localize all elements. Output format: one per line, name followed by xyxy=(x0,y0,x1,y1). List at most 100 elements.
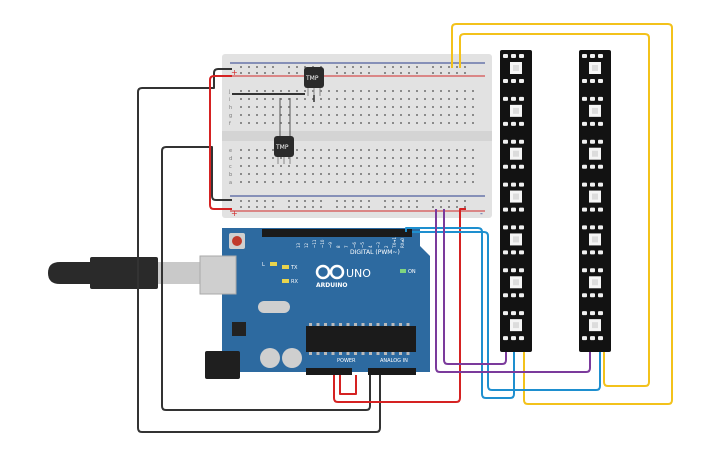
chip-pin xyxy=(406,352,410,355)
terminal-hole xyxy=(360,173,362,175)
terminal-hole xyxy=(280,157,282,159)
wire-blue-2[interactable] xyxy=(405,227,515,399)
terminal-hole xyxy=(424,157,426,159)
wire-red-rail[interactable] xyxy=(209,75,232,210)
wire-blue-1[interactable] xyxy=(412,231,601,391)
terminal-hole xyxy=(296,106,298,108)
terminal-hole xyxy=(448,106,450,108)
led-pad xyxy=(582,54,587,58)
terminal-hole xyxy=(392,149,394,151)
terminal-hole xyxy=(312,106,314,108)
usb-cable[interactable] xyxy=(48,255,237,295)
crystal-oscillator xyxy=(258,301,290,313)
rail-hole xyxy=(456,200,458,202)
terminal-hole xyxy=(360,114,362,116)
power-jack[interactable] xyxy=(205,351,240,379)
wire-black-gnd-2[interactable] xyxy=(161,146,371,411)
led-strip-1[interactable] xyxy=(500,50,532,352)
terminal-hole xyxy=(416,157,418,159)
rail-hole xyxy=(392,200,394,202)
tmp-sensor-body xyxy=(274,136,294,157)
wire-black-gnd-1[interactable] xyxy=(137,68,381,433)
rail-hole xyxy=(440,72,442,74)
rail-hole xyxy=(336,200,338,202)
terminal-hole xyxy=(424,149,426,151)
terminal-hole xyxy=(248,90,250,92)
wire-purple-2[interactable] xyxy=(435,209,591,373)
rail-hole xyxy=(368,200,370,202)
led-pad xyxy=(582,121,587,126)
rail-hole xyxy=(456,72,458,74)
wire-yellow-2[interactable] xyxy=(459,33,650,387)
rx-label: RX xyxy=(291,279,298,285)
terminal-hole xyxy=(296,165,298,167)
terminal-hole xyxy=(296,149,298,151)
terminal-hole xyxy=(248,165,250,167)
chip-pin xyxy=(346,352,350,355)
terminal-hole xyxy=(336,173,338,175)
terminal-hole xyxy=(264,90,266,92)
rail-hole xyxy=(312,206,314,208)
terminal-hole xyxy=(304,122,306,124)
led-pad xyxy=(519,96,524,101)
rail-hole xyxy=(264,66,266,68)
wire-red-short[interactable] xyxy=(339,375,357,395)
rail-hole xyxy=(296,200,298,202)
terminal-hole xyxy=(360,165,362,167)
arduino-model: UNO xyxy=(346,267,371,280)
wire-yellow-1[interactable] xyxy=(451,23,673,405)
terminal-hole xyxy=(256,173,258,175)
reset-button-cap[interactable] xyxy=(232,236,242,246)
led-pad xyxy=(503,79,508,83)
terminal-hole xyxy=(312,90,314,92)
terminal-hole xyxy=(464,122,466,124)
terminal-hole xyxy=(384,181,386,183)
terminal-hole xyxy=(360,122,362,124)
terminal-hole xyxy=(448,122,450,124)
tmp-sensor-2[interactable]: TMP xyxy=(274,136,294,164)
terminal-hole xyxy=(264,114,266,116)
terminal-hole xyxy=(448,114,450,116)
digital-pin-label: ~9 xyxy=(328,242,333,248)
rail-hole xyxy=(256,66,258,68)
row-letter: d xyxy=(229,156,232,162)
led-strip-2[interactable] xyxy=(579,50,611,352)
terminal-hole xyxy=(280,165,282,167)
tmp-sensor-label: TMP xyxy=(275,144,289,151)
terminal-hole xyxy=(312,149,314,151)
terminal-hole xyxy=(368,165,370,167)
terminal-hole xyxy=(472,98,474,100)
terminal-hole xyxy=(416,173,418,175)
tmp-sensor-1[interactable]: TMP xyxy=(304,67,324,96)
terminal-hole xyxy=(448,149,450,151)
terminal-hole xyxy=(248,114,250,116)
rail-hole xyxy=(368,72,370,74)
rail-hole xyxy=(336,72,338,74)
led-pad xyxy=(511,139,516,144)
rail-hole xyxy=(344,66,346,68)
rail-hole xyxy=(240,66,242,68)
led-pixel-core xyxy=(513,107,519,114)
terminal-hole xyxy=(256,106,258,108)
rail-hole xyxy=(288,206,290,208)
terminal-hole xyxy=(352,114,354,116)
terminal-hole xyxy=(296,173,298,175)
terminal-hole xyxy=(464,173,466,175)
terminal-hole xyxy=(368,157,370,159)
terminal-hole xyxy=(472,181,474,183)
terminal-hole xyxy=(360,181,362,183)
terminal-hole xyxy=(248,157,250,159)
terminal-hole xyxy=(304,90,306,92)
wire-purple-1[interactable] xyxy=(443,209,507,365)
wire-red-5v[interactable] xyxy=(333,208,466,403)
rail-hole xyxy=(344,200,346,202)
rail-hole xyxy=(448,200,450,202)
terminal-hole xyxy=(272,157,274,159)
terminal-hole xyxy=(424,173,426,175)
led-pad xyxy=(582,311,587,316)
wire-black-rail[interactable] xyxy=(166,146,232,201)
rail-hole xyxy=(448,72,450,74)
